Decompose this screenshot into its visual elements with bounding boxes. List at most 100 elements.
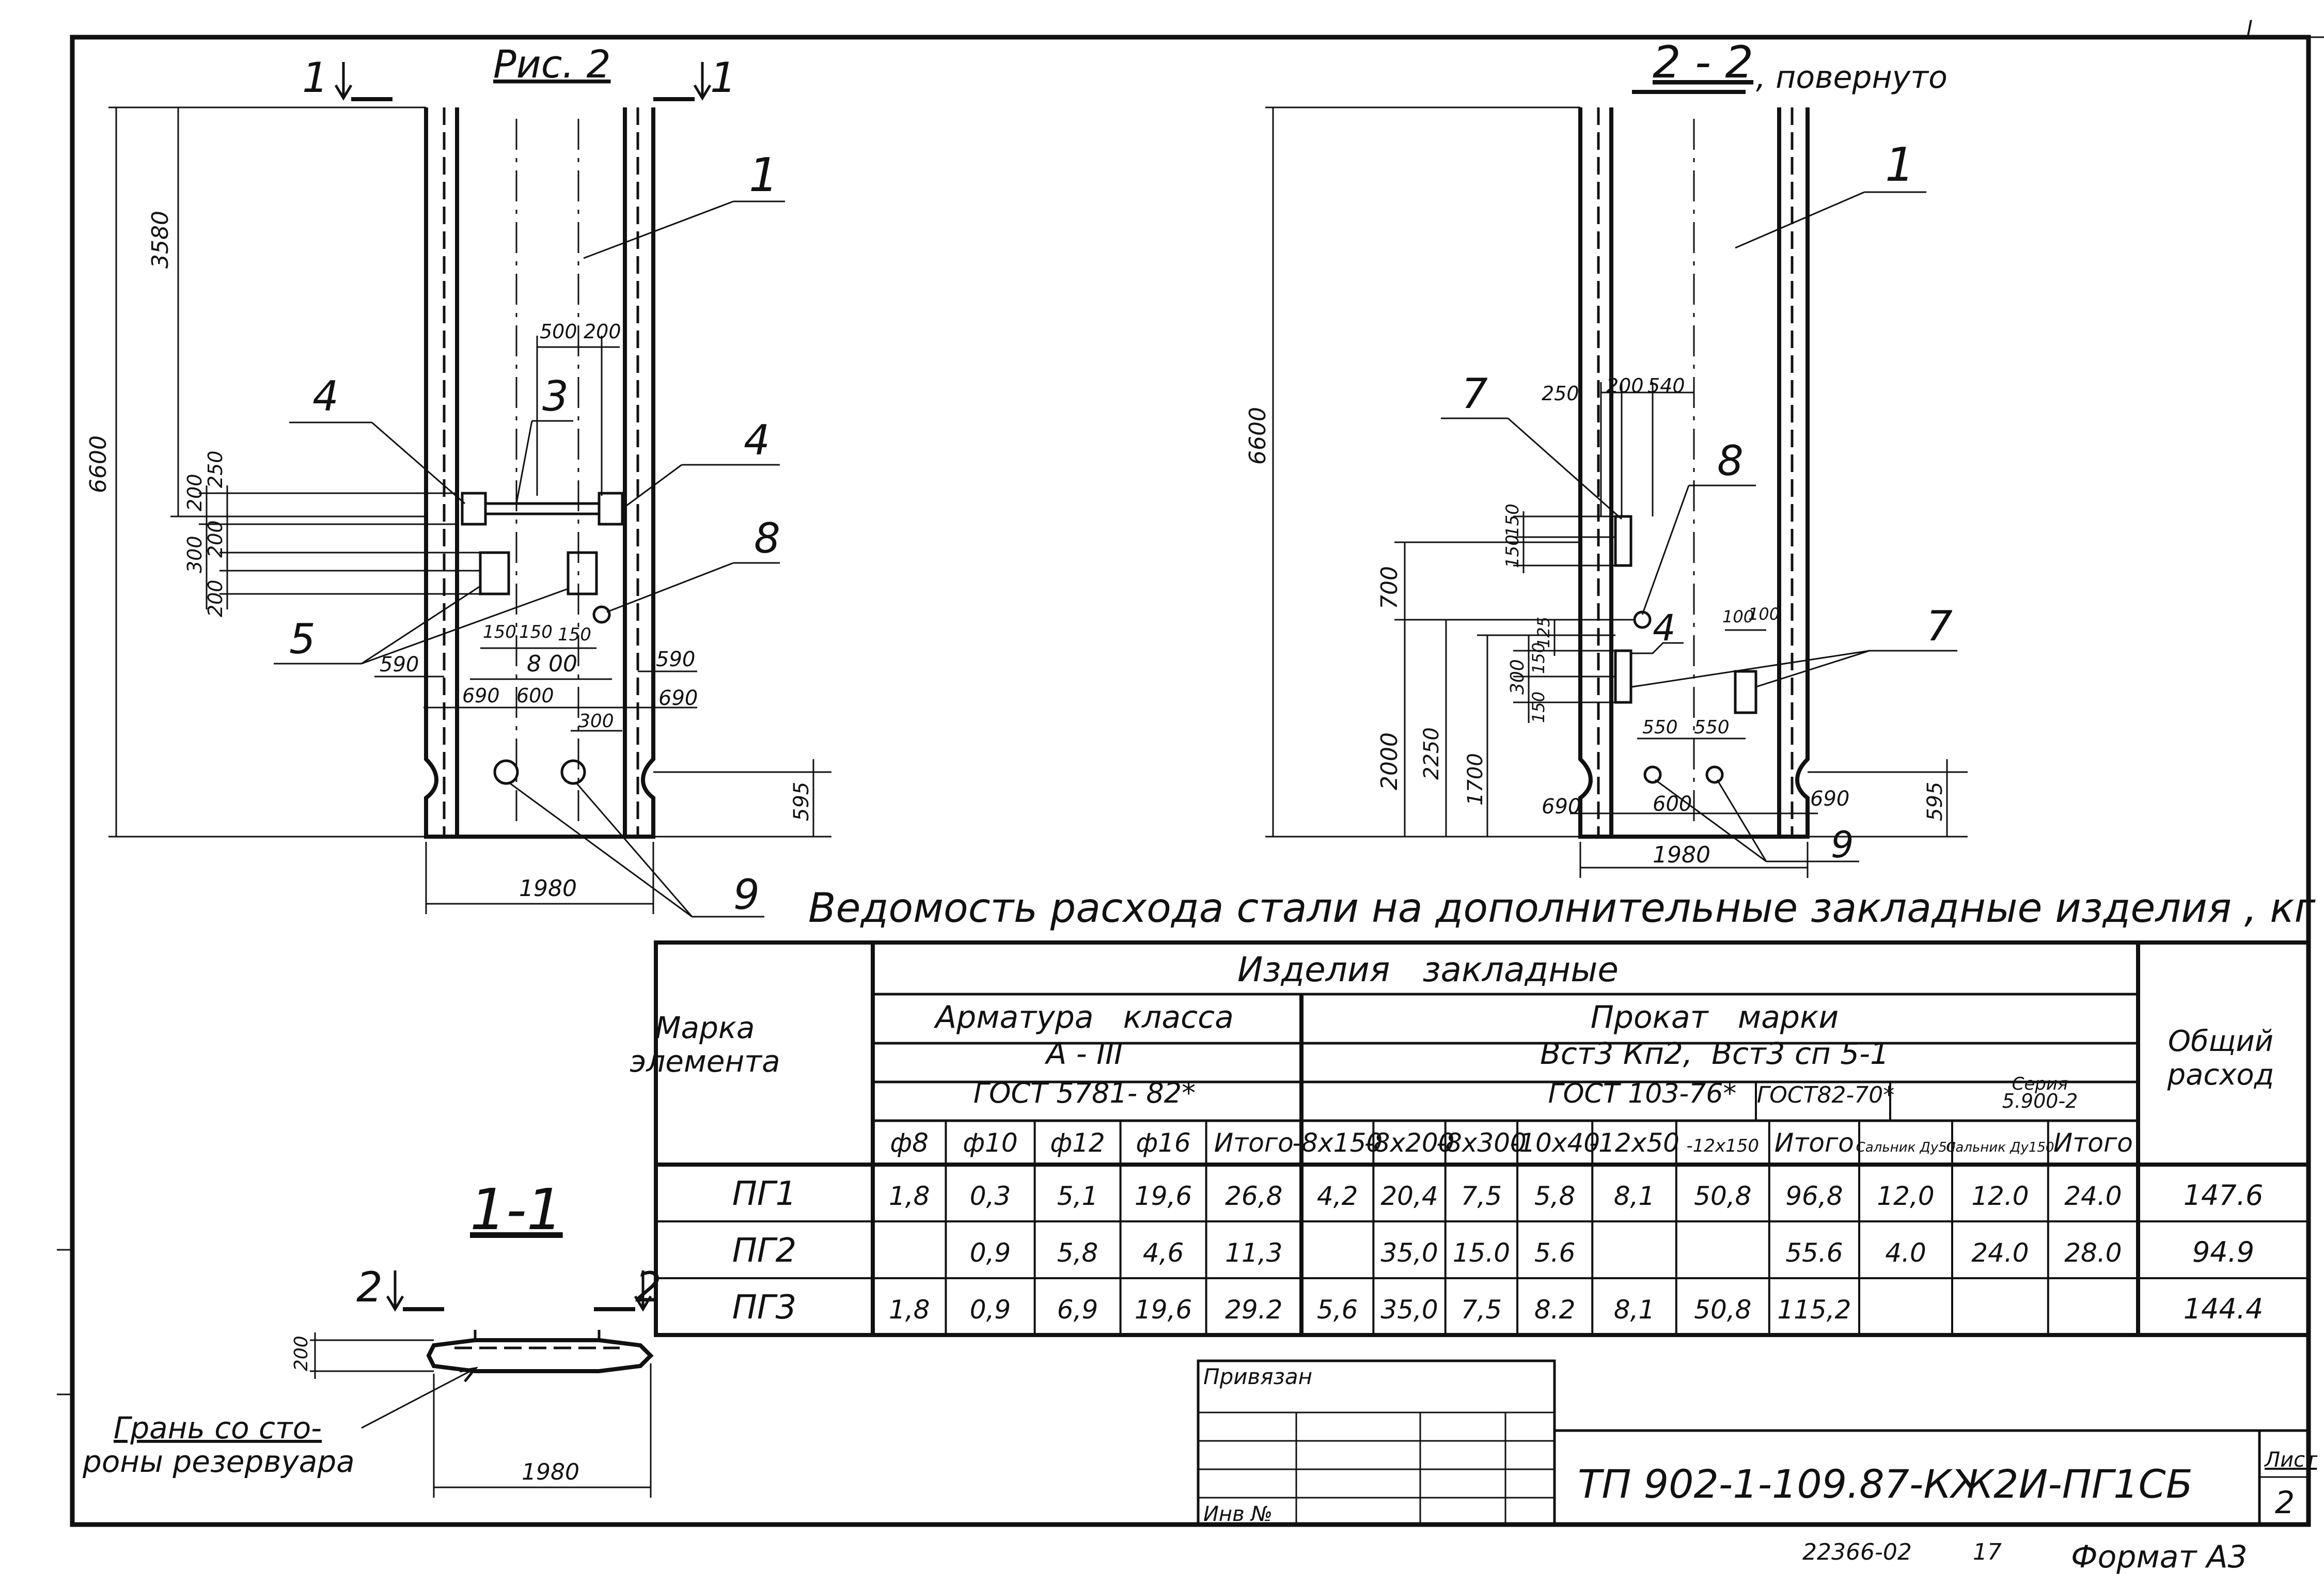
table-cell: 19,6 (1135, 1295, 1192, 1325)
column-header: ф16 (1136, 1128, 1190, 1158)
sec22-dim-150c: 150 (1529, 642, 1548, 674)
fig2-dim-1980: 1980 (519, 875, 577, 902)
table-cell: 7,5 (1461, 1181, 1502, 1211)
column-header: -8х200 (1364, 1128, 1455, 1158)
fig2-callout-8: 8 (754, 514, 780, 562)
column-header: -10х40 (1510, 1128, 1600, 1158)
wall-panel (424, 107, 655, 839)
fig2-callout-5: 5 (289, 615, 316, 663)
hdr-gost103: ГОСТ 103-76* (1548, 1078, 1737, 1109)
sec22-dim-1980: 1980 (1653, 842, 1710, 868)
embed-9-hole-2-2-right (1705, 765, 1724, 784)
table-cell: 12,0 (1877, 1181, 1934, 1211)
section-2-2: 2 - 2 , повернуто 6600 250 2 (1245, 37, 1968, 878)
table-title: Ведомость расхода стали на дополнительны… (808, 885, 2316, 932)
sec22-callout-9: 9 (1831, 824, 1854, 866)
embed-7-upper (1614, 515, 1632, 567)
sec11-title: 1-1 (470, 1176, 563, 1243)
sec22-dim-125: 125 (1534, 617, 1553, 648)
fig2-callout-3: 3 (542, 372, 569, 420)
fig2-dim-150c: 150 (558, 624, 591, 645)
column-header: Сальник Ду50 (1856, 1140, 1956, 1155)
fig2-dim-200-top: 200 (584, 320, 621, 343)
sec22-dim-550a: 550 (1642, 717, 1678, 738)
fig2-callout-4-left: 4 (312, 372, 339, 420)
table-cell: 26,8 (1225, 1181, 1282, 1211)
sec22-dim-2000: 2000 (1376, 732, 1403, 790)
sec11-note-line1: Грань со сто- (114, 1410, 322, 1446)
row-mark: ПГ1 (732, 1175, 797, 1213)
embed-7-lower-right (1734, 670, 1757, 714)
column-header: -12х50 (1589, 1128, 1679, 1158)
sec22-dim-150a: 150 (1502, 504, 1523, 537)
sec11-dim-200: 200 (291, 1336, 312, 1371)
sec22-callout-1: 1 (1885, 138, 1914, 192)
column-header: Сальник Ду150 (1946, 1140, 2054, 1155)
stamp-privyazan: Привязан (1203, 1364, 1312, 1389)
column-header: -8х150 (1292, 1128, 1383, 1158)
section-1-1: 1-1 2 2 200 1980 Грань со сто- роны резе… (82, 1176, 662, 1498)
embed-5-right (567, 551, 598, 595)
table-cell: 19,6 (1135, 1181, 1192, 1211)
footer-format: Формат А3 (2071, 1539, 2248, 1575)
table-cell: 12.0 (1971, 1181, 2029, 1211)
stamp-sheet-label: Лист (2264, 1448, 2318, 1472)
embed-9-hole-2-2-left (1643, 765, 1662, 784)
corner-mark: I (2247, 17, 2253, 40)
embed-7-lower-left (1614, 649, 1632, 704)
table-cell: 20,4 (1380, 1181, 1438, 1211)
table-cell: 5,1 (1057, 1181, 1098, 1211)
table-cell: 8,1 (1614, 1181, 1655, 1211)
table-cell: 11,3 (1225, 1238, 1282, 1268)
column-header: Итого (1775, 1128, 1854, 1158)
table-cell: 8.2 (1534, 1295, 1576, 1325)
sec22-dim-540: 540 (1647, 374, 1685, 397)
row-total: 144.4 (2184, 1293, 2264, 1325)
sec22-dim-100b: 100 (1748, 604, 1780, 624)
sec22-callout-8: 8 (1717, 437, 1744, 485)
fig2-dim-300: 300 (183, 536, 206, 573)
fig2-dim-690-left: 690 (462, 684, 500, 707)
hdr-series-line1: Серия (2012, 1074, 2068, 1094)
table-cell: 6,9 (1057, 1295, 1098, 1325)
fig2-callout-9: 9 (733, 871, 760, 919)
fig2-callout-1: 1 (749, 148, 778, 202)
sec22-dim-700: 700 (1376, 566, 1403, 609)
fig2-callout-4-right: 4 (744, 416, 770, 464)
table-grid (654, 940, 2311, 1337)
column-header: ф12 (1050, 1128, 1105, 1158)
figure-2-elevation: Рис. 2 1 1 (85, 42, 831, 919)
hdr-series-line2: 5.900-2 (2002, 1090, 2078, 1112)
table-cell: 50,8 (1694, 1181, 1751, 1211)
fig2-dim-250: 250 (204, 450, 227, 488)
fig2-dim-300-bottom: 300 (578, 711, 614, 732)
hdr-rebar: Арматура класса (933, 999, 1234, 1035)
column-header: Итого (1214, 1128, 1294, 1158)
hdr-total-line1: Общий (2168, 1025, 2273, 1058)
table-cell: 5,8 (1057, 1238, 1098, 1268)
table-cell: 24.0 (2064, 1181, 2122, 1211)
column-header: -8х300 (1436, 1128, 1527, 1158)
table-cell: 5,6 (1317, 1295, 1358, 1325)
sec11-note-line2: роны резервуара (82, 1444, 355, 1479)
steel-consumption-table: Ведомость расхода стали на дополнительны… (630, 885, 2316, 1337)
hdr-rebar-gost: ГОСТ 5781- 82* (973, 1077, 1196, 1109)
table-cell: 115,2 (1777, 1295, 1851, 1325)
fig2-dim-600: 600 (516, 684, 554, 707)
hdr-items: Изделия закладные (1237, 950, 1619, 990)
column-header: Итого (2053, 1128, 2133, 1158)
sec22-dim-200: 200 (1606, 374, 1644, 397)
sheet-frame: I (57, 17, 2324, 1527)
sec22-dim-300: 300 (1507, 659, 1528, 695)
footer-order: 22366-02 (1802, 1539, 1912, 1565)
table-cell: 4,2 (1317, 1181, 1358, 1211)
table-cell: 5.6 (1534, 1238, 1576, 1268)
hdr-total-line2: расход (2167, 1058, 2274, 1092)
embed-5-left (479, 551, 510, 595)
table-cell: 15.0 (1453, 1238, 1510, 1268)
table-cell: 4,6 (1143, 1238, 1184, 1268)
table-cell: 55.6 (1785, 1238, 1843, 1268)
